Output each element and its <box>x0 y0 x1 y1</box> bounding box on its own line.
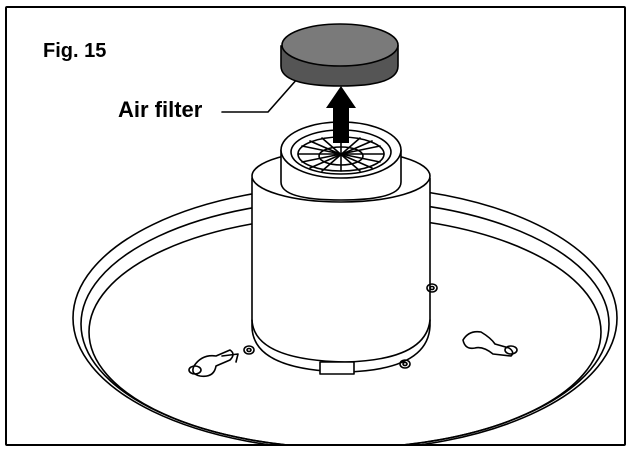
screw-3 <box>426 283 438 293</box>
screw-1 <box>243 345 255 355</box>
air-filter <box>280 23 399 87</box>
right-clip <box>462 330 518 357</box>
filter-holder <box>280 121 402 201</box>
figure-label: Fig. 15 <box>43 40 107 62</box>
screw-2 <box>399 359 411 369</box>
figure-frame <box>5 6 626 446</box>
left-clip <box>188 349 239 378</box>
up-arrow-icon <box>326 86 356 143</box>
callout-leader <box>221 77 299 113</box>
air-filter-label: Air filter <box>118 97 203 122</box>
